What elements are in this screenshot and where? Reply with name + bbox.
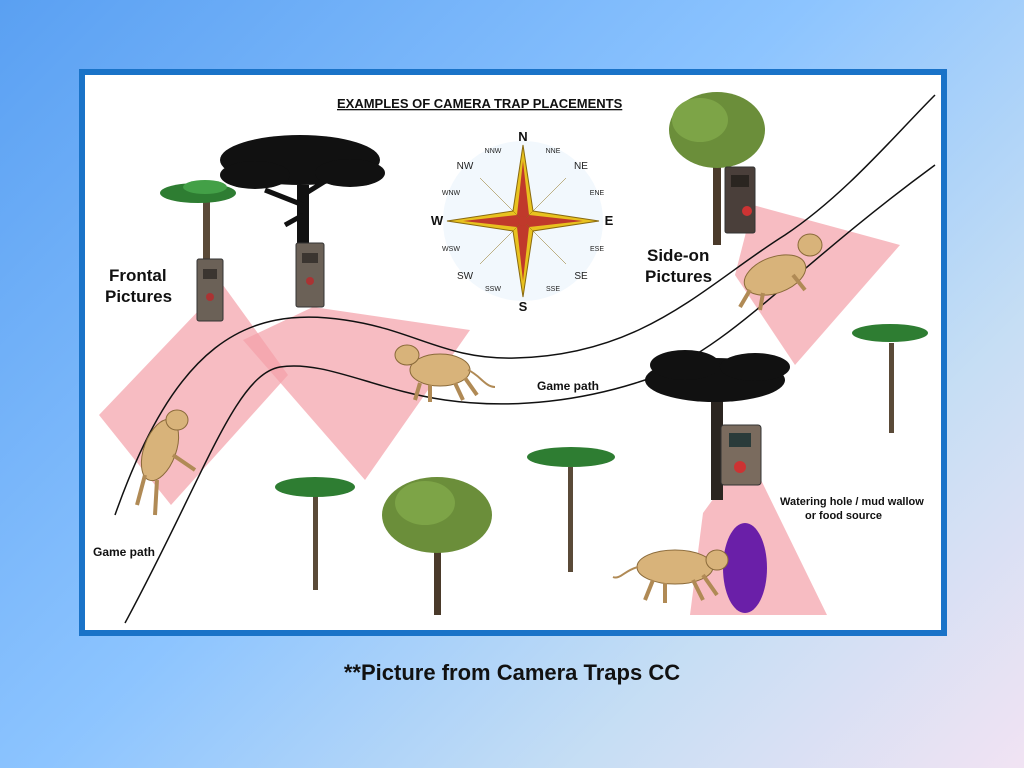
game-path-label-right: Game path [537, 379, 599, 393]
lion-icon [738, 233, 823, 311]
diagram-title: EXAMPLES OF CAMERA TRAP PLACEMENTS [337, 96, 623, 111]
compass-ne: NE [574, 161, 588, 172]
compass-sw: SW [457, 271, 474, 282]
frontal-zone-right [243, 307, 470, 480]
compass-se: SE [574, 271, 588, 282]
lion-icon [135, 409, 197, 516]
game-path-line-2 [124, 164, 936, 624]
game-path-line-1 [114, 94, 936, 516]
sideon-label-line2: Pictures [645, 267, 712, 286]
compass-wnw: WNW [442, 190, 461, 197]
water-label-line1: Watering hole / mud wallow [780, 496, 924, 508]
acacia-tree-icon [275, 477, 355, 590]
diagram-frame: N E S W NE SE SW NW NNE ENE ESE SSE SSW … [79, 69, 947, 636]
acacia-tree-icon [527, 447, 615, 572]
compass-ese: ESE [590, 246, 604, 253]
image-caption: **Picture from Camera Traps CC [343, 660, 681, 685]
camera-trap-icon [196, 258, 224, 322]
frontal-zone-left [99, 285, 288, 505]
camera-trap-diagram: N E S W NE SE SW NW NNE ENE ESE SSE SSW … [93, 92, 936, 624]
compass-ssw: SSW [485, 286, 501, 293]
sideon-label-line1: Side-on [647, 246, 709, 265]
black-tree-silhouette-icon [645, 350, 790, 500]
camera-trap-icon [295, 242, 325, 308]
water-label-line2: or food source [805, 510, 882, 522]
game-path-label-left: Game path [93, 545, 155, 559]
acacia-tree-icon [852, 324, 928, 433]
camera-trap-icon [720, 424, 762, 486]
lion-icon [612, 549, 729, 603]
compass-s: S [519, 299, 528, 314]
compass-n: N [518, 129, 527, 144]
compass-rose: N E S W NE SE SW NW NNE ENE ESE SSE SSW … [431, 129, 614, 314]
compass-wsw: WSW [442, 246, 460, 253]
compass-nw: NW [457, 161, 474, 172]
compass-e: E [605, 213, 614, 228]
frontal-label-line2: Pictures [105, 287, 172, 306]
acacia-tree-icon [160, 180, 236, 275]
compass-ene: ENE [590, 190, 605, 197]
compass-nne: NNE [546, 148, 561, 155]
frontal-label-line1: Frontal [109, 266, 167, 285]
camera-trap-icon [724, 166, 756, 234]
compass-w: W [431, 213, 444, 228]
leafy-tree-icon [669, 92, 765, 245]
watering-hole [723, 523, 767, 613]
lion-icon [394, 344, 496, 402]
black-tree-silhouette-icon [220, 135, 385, 260]
sideon-zone [735, 205, 900, 365]
compass-sse: SSE [546, 286, 560, 293]
compass-nnw: NNW [485, 148, 502, 155]
leafy-tree-icon [382, 477, 492, 615]
